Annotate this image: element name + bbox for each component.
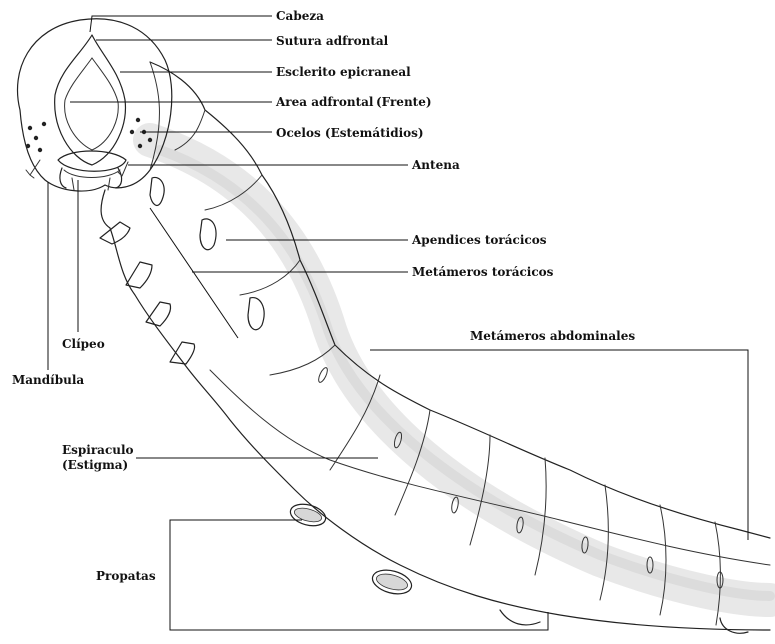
label-propatas: Propatas — [96, 569, 156, 583]
label-frente: (Frente) — [376, 95, 432, 109]
label-ocelos: Ocelos (Estemátidios) — [276, 126, 424, 140]
label-antena: Antena — [411, 158, 460, 172]
label-cabeza: Cabeza — [276, 9, 324, 23]
ocelli-dots — [26, 118, 152, 152]
label-estigma: (Estigma) — [62, 458, 128, 472]
label-apendices-toracicos: Apendices torácicos — [411, 233, 547, 247]
body-shading — [150, 140, 770, 600]
label-area-adfrontal: Area adfrontal — [275, 95, 374, 109]
label-esclerito-epicraneal: Esclerito epicraneal — [276, 65, 411, 79]
label-mandibula: Mandíbula — [12, 373, 84, 387]
label-sutura-adfrontal: Sutura adfrontal — [276, 34, 389, 48]
label-clipeo: Clípeo — [62, 337, 105, 351]
label-metameros-toracicos: Metámeros torácicos — [412, 265, 554, 279]
label-espiraculo: Espiraculo — [62, 443, 134, 457]
thoracic-legs — [100, 222, 195, 364]
clipeo-shape — [58, 151, 126, 171]
label-metameros-abdominales: Metámeros abdominales — [470, 329, 635, 343]
